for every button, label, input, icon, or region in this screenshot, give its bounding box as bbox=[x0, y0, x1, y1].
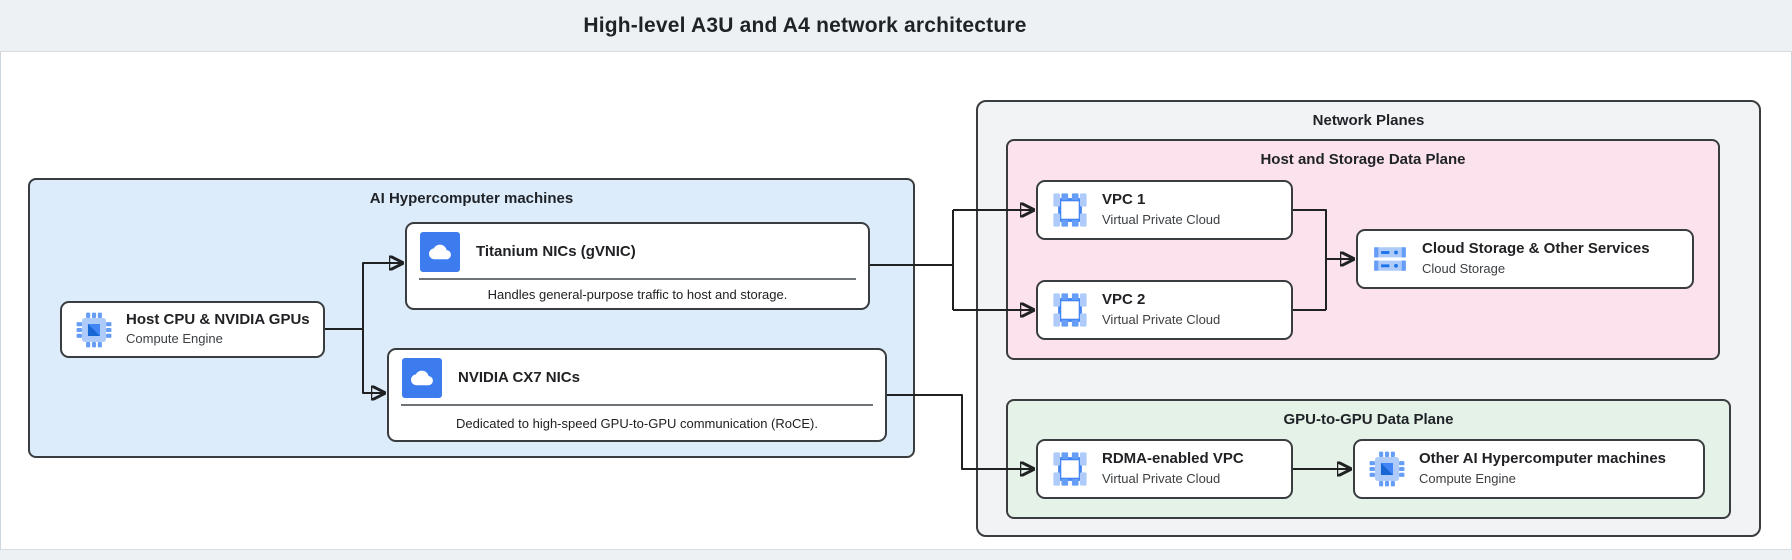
node-title: RDMA-enabled VPC bbox=[1102, 450, 1244, 468]
node-title: Titanium NICs (gVNIC) bbox=[476, 242, 636, 260]
node-subtitle: Virtual Private Cloud bbox=[1102, 470, 1221, 486]
node-subtitle: Compute Engine bbox=[1419, 470, 1516, 486]
group-label-host-storage-data-plane: Host and Storage Data Plane bbox=[1260, 151, 1466, 168]
node-subtitle: Virtual Private Cloud bbox=[1102, 211, 1221, 227]
vpc-icon bbox=[1051, 291, 1089, 329]
node-text: Other AI Hypercomputer machines Compute … bbox=[1419, 450, 1666, 488]
node-header: NVIDIA CX7 NICs bbox=[389, 350, 885, 404]
title-bar: High-level A3U and A4 network architectu… bbox=[0, 0, 1792, 52]
node-vpc2: VPC 2 Virtual Private Cloud bbox=[1036, 280, 1293, 340]
node-nvidia-cx7-nics: NVIDIA CX7 NICs Dedicated to high-speed … bbox=[387, 348, 887, 442]
node-cloud-storage: Cloud Storage & Other Services Cloud Sto… bbox=[1356, 229, 1694, 289]
group-label-gpu-to-gpu-data-plane: GPU-to-GPU Data Plane bbox=[1283, 411, 1454, 428]
node-text: RDMA-enabled VPC Virtual Private Cloud bbox=[1102, 450, 1244, 488]
node-text: VPC 1 Virtual Private Cloud bbox=[1102, 191, 1220, 229]
node-title: VPC 1 bbox=[1102, 191, 1146, 209]
node-host-cpu: Host CPU & NVIDIA GPUs Compute Engine bbox=[60, 301, 325, 358]
node-text: Cloud Storage & Other Services Cloud Sto… bbox=[1422, 240, 1650, 278]
node-title: Other AI Hypercomputer machines bbox=[1419, 450, 1667, 468]
node-other-ai-machines: Other AI Hypercomputer machines Compute … bbox=[1353, 439, 1705, 499]
node-subtitle: Compute Engine bbox=[126, 331, 223, 347]
node-rdma-vpc: RDMA-enabled VPC Virtual Private Cloud bbox=[1036, 439, 1293, 499]
node-text: VPC 2 Virtual Private Cloud bbox=[1102, 291, 1220, 329]
node-subtitle: Virtual Private Cloud bbox=[1102, 311, 1221, 327]
vpc-icon bbox=[1051, 450, 1089, 488]
node-header: Titanium NICs (gVNIC) bbox=[407, 224, 868, 278]
node-subtitle: Cloud Storage bbox=[1422, 260, 1506, 276]
compute-engine-icon bbox=[1369, 451, 1405, 487]
node-title: VPC 2 bbox=[1102, 291, 1146, 309]
node-title: Cloud Storage & Other Services bbox=[1422, 240, 1650, 258]
node-titanium-nics: Titanium NICs (gVNIC) Handles general-pu… bbox=[405, 222, 870, 310]
group-label-network-planes: Network Planes bbox=[1312, 112, 1425, 129]
bottom-strip bbox=[0, 549, 1792, 560]
vpc-icon bbox=[1051, 191, 1089, 229]
node-text: Host CPU & NVIDIA GPUs Compute Engine bbox=[126, 311, 310, 349]
divider bbox=[419, 278, 856, 280]
cloud-storage-icon bbox=[1374, 247, 1406, 271]
node-title: Host CPU & NVIDIA GPUs bbox=[126, 310, 310, 328]
divider bbox=[401, 404, 873, 406]
cloud-icon bbox=[402, 358, 442, 398]
node-title: NVIDIA CX7 NICs bbox=[458, 368, 580, 386]
node-vpc1: VPC 1 Virtual Private Cloud bbox=[1036, 180, 1293, 240]
cloud-icon bbox=[420, 232, 460, 272]
node-description: Dedicated to high-speed GPU-to-GPU commu… bbox=[456, 415, 818, 431]
group-label-ai-hypercomputer-machines: AI Hypercomputer machines bbox=[369, 190, 574, 207]
compute-engine-icon bbox=[76, 312, 112, 347]
node-description: Handles general-purpose traffic to host … bbox=[487, 286, 788, 302]
page-title: High-level A3U and A4 network architectu… bbox=[583, 14, 1027, 37]
